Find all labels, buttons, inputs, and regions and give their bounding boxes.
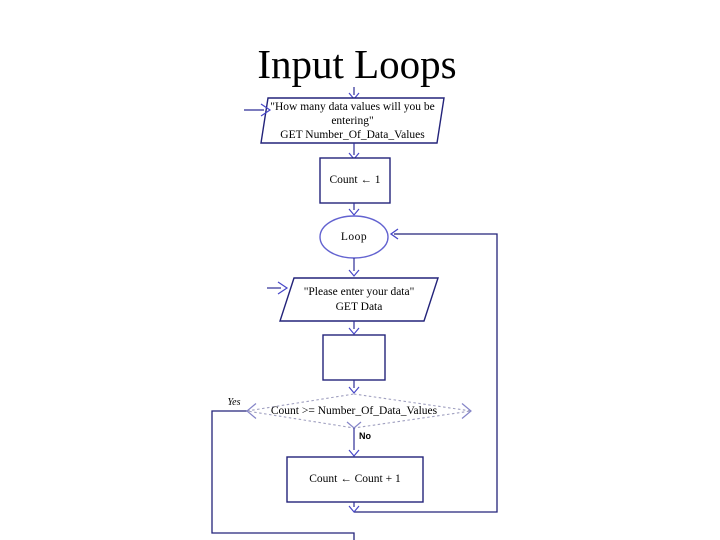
node-loop-label: Loop (340, 230, 368, 243)
node-ask-count-text: "How many data values will you be enteri… (261, 99, 444, 143)
input-entry-arrowhead-icon-2 (277, 281, 289, 295)
yes-branch-label: Yes (227, 397, 241, 408)
arrowhead-icon-init-to-loop (348, 208, 360, 216)
process-rect-init-count (319, 157, 391, 204)
node-ask-data-prompt: "Please enter your data" (303, 286, 415, 299)
node-ask-data-text: "Please enter your data" GET Data (280, 278, 438, 321)
process-rect-blank (322, 334, 386, 381)
input-entry-arrowhead-icon-1 (260, 103, 272, 117)
input-parallelogram-ask-data (279, 277, 439, 322)
yes-branch-connector-line (211, 410, 355, 540)
node-increment-label: Count ← Count + 1 (309, 473, 401, 486)
node-decision-label: Count >= Number_Of_Data_Values (270, 404, 438, 417)
node-ask-count-statement: GET Number_Of_Data_Values (280, 129, 425, 141)
arrowhead-icon-blank-to-decision (348, 386, 360, 394)
no-branch-label: No (359, 431, 371, 441)
process-rect-increment (286, 456, 424, 503)
arrowhead-icon-ask-data-to-blank (348, 327, 360, 335)
node-ask-data-statement: GET Data (335, 300, 383, 313)
no-branch-arrowhead-icon (348, 449, 360, 457)
decision-left-corner-icon (246, 403, 257, 419)
arrowhead-icon-increment-to-loopback (348, 505, 360, 513)
input-parallelogram-ask-count (260, 97, 445, 144)
loopback-connector-line (354, 233, 498, 513)
node-ask-count-prompt: "How many data values will you be enteri… (270, 100, 435, 127)
page-title: Input Loops (257, 41, 457, 87)
node-init-count-label: Count ← 1 (329, 174, 381, 187)
decision-right-corner-icon (461, 403, 472, 419)
loopback-arrowhead-icon (389, 228, 399, 240)
arrowhead-icon-loop-to-ask-data (348, 269, 360, 277)
node-blank-label (323, 335, 385, 380)
